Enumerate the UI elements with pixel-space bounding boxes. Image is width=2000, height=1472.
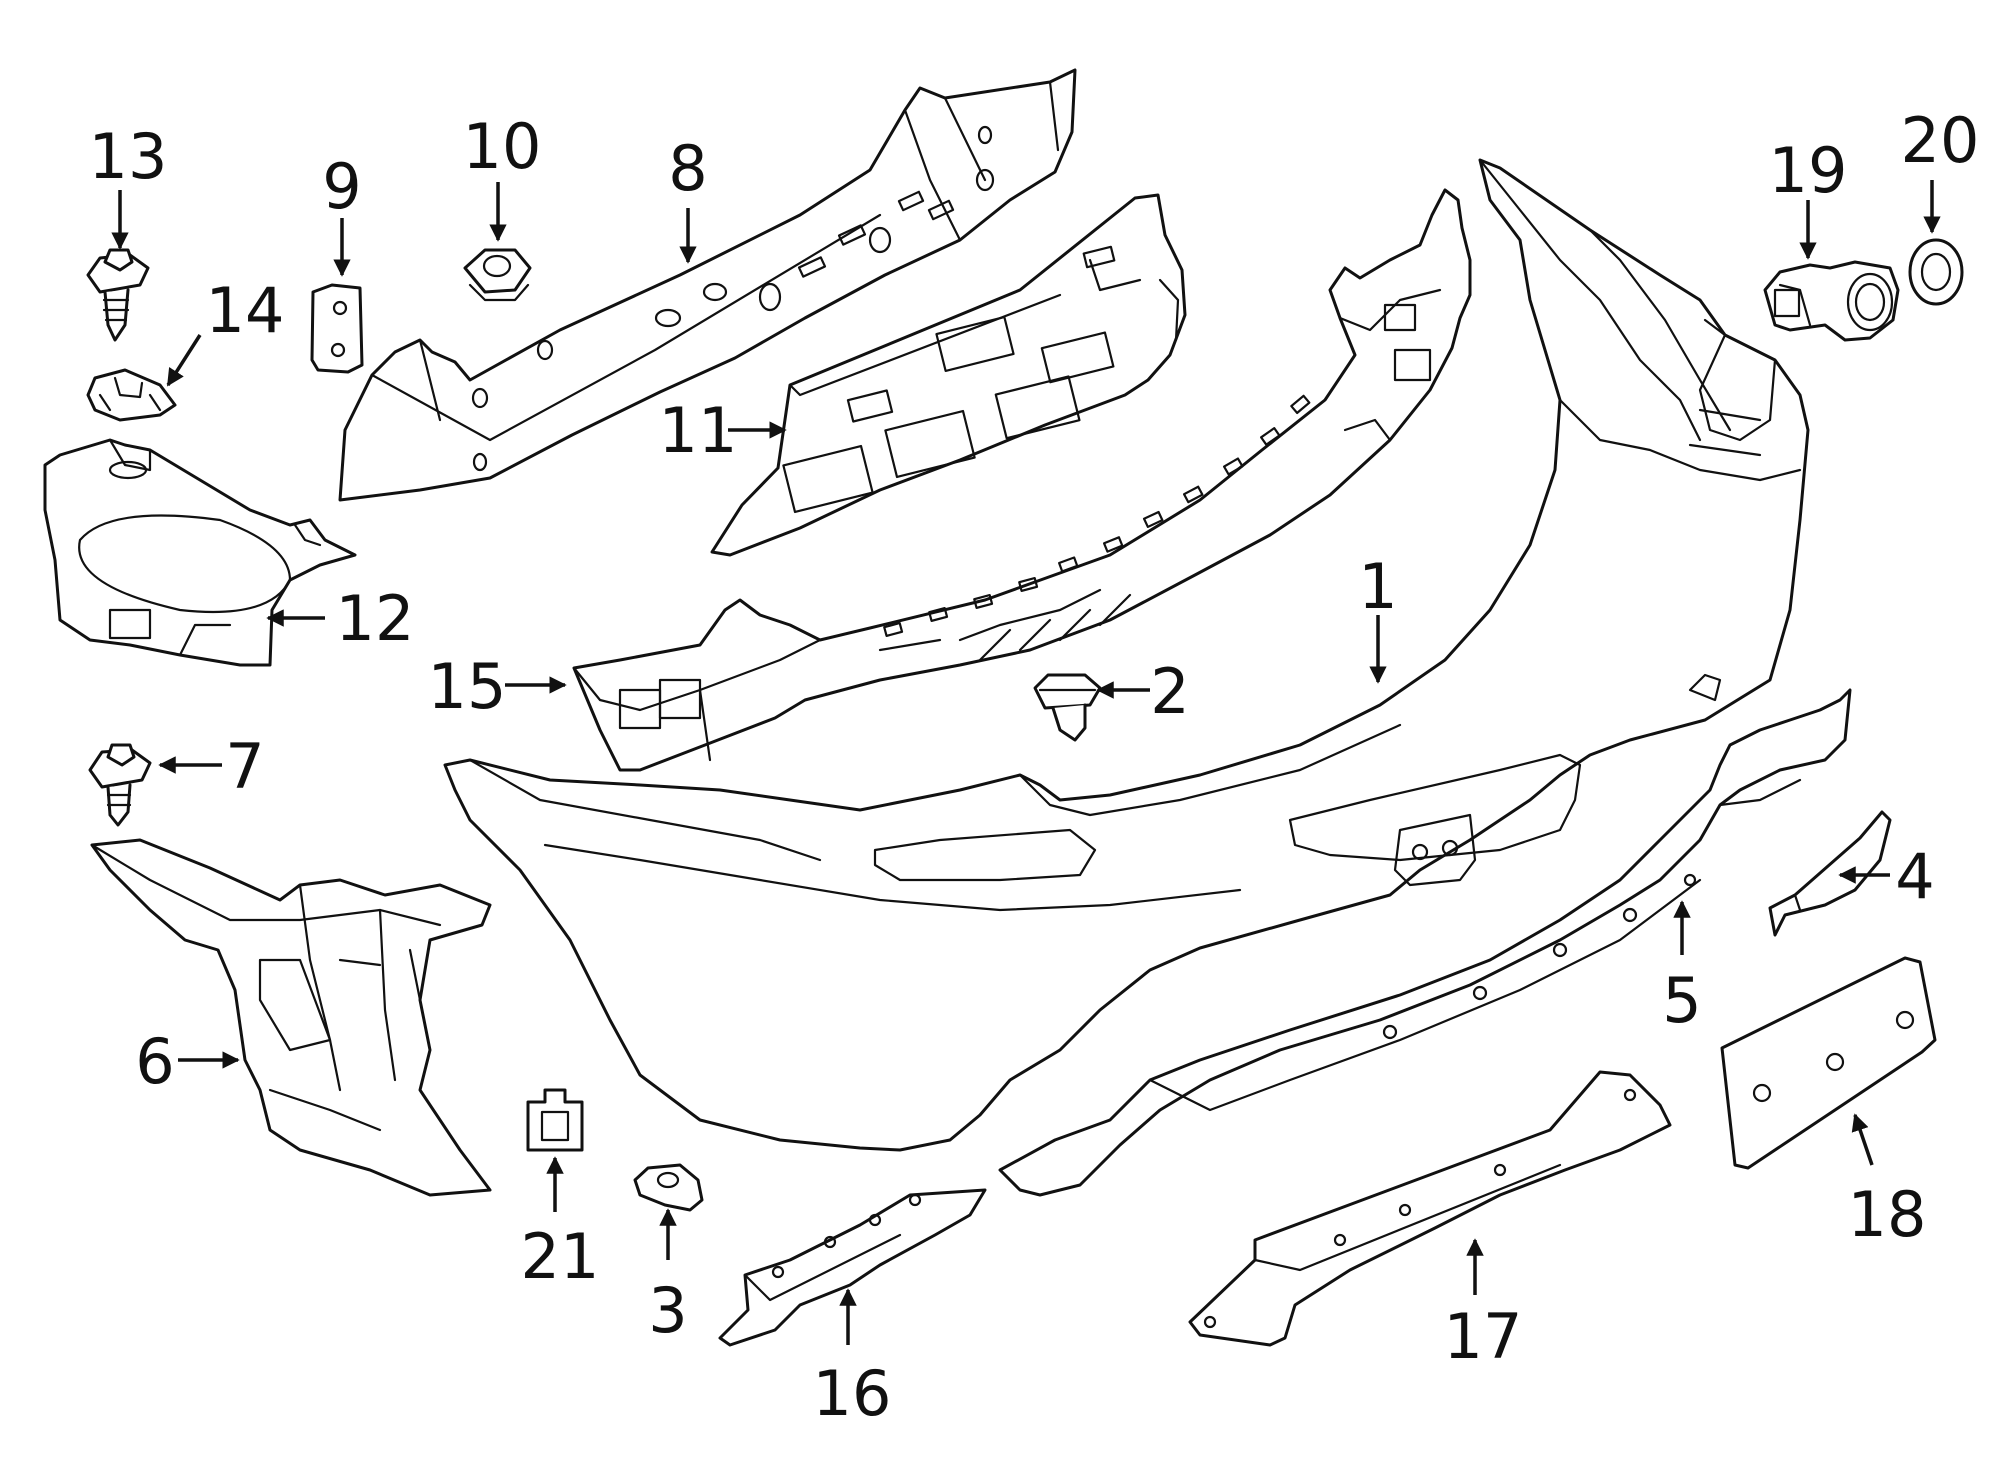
callout-11: 11 bbox=[659, 394, 738, 467]
callout-12: 12 bbox=[336, 582, 415, 655]
callout-13: 13 bbox=[89, 120, 168, 193]
callout-15: 15 bbox=[428, 650, 507, 723]
part-4-cover bbox=[1768, 810, 1892, 937]
part-9-pad bbox=[310, 283, 364, 374]
callout-5: 5 bbox=[1662, 964, 1701, 1037]
part-5-lower-valance bbox=[998, 688, 1852, 1197]
callout-10: 10 bbox=[463, 110, 542, 183]
callout-1: 1 bbox=[1358, 550, 1397, 623]
callout-9: 9 bbox=[322, 150, 361, 223]
part-17-lower-deflector bbox=[1188, 1070, 1672, 1347]
part-3-clip-nut bbox=[633, 1163, 704, 1212]
part-8-reinforcement-bar bbox=[338, 68, 1077, 502]
part-15-impact-absorber bbox=[572, 188, 1472, 772]
callout-20: 20 bbox=[1901, 104, 1980, 177]
leader-lines bbox=[111, 180, 1941, 1345]
part-12-side-bracket bbox=[43, 438, 357, 667]
part-1-bumper-cover bbox=[443, 158, 1810, 1152]
part-21-clip bbox=[526, 1088, 584, 1152]
part-7-bolt bbox=[88, 743, 152, 827]
callout-17: 17 bbox=[1444, 1300, 1523, 1373]
leader-14 bbox=[166, 334, 202, 387]
callout-4: 4 bbox=[1895, 840, 1934, 913]
callout-labels: 1 2 3 4 5 6 7 8 9 10 11 12 13 14 15 16 1… bbox=[89, 104, 1980, 1430]
callout-6: 6 bbox=[135, 1025, 174, 1098]
part-14-clip-nut bbox=[86, 368, 177, 422]
part-16-lower-bracket bbox=[718, 1188, 987, 1347]
callout-21: 21 bbox=[521, 1220, 600, 1293]
callout-7: 7 bbox=[225, 730, 264, 803]
callout-16: 16 bbox=[813, 1357, 892, 1430]
callout-2: 2 bbox=[1150, 655, 1189, 728]
callout-18: 18 bbox=[1848, 1178, 1927, 1251]
callout-14: 14 bbox=[206, 274, 285, 347]
leader-18 bbox=[1851, 1113, 1874, 1166]
part-19-sensor bbox=[1763, 260, 1900, 342]
callout-8: 8 bbox=[668, 132, 707, 205]
part-13-bolt bbox=[86, 248, 150, 342]
part-2-clip bbox=[1033, 673, 1102, 742]
part-18-plate-bracket bbox=[1720, 956, 1937, 1170]
part-11-absorber-plate bbox=[710, 193, 1187, 557]
part-6-lower-bracket bbox=[90, 838, 492, 1197]
part-10-nut bbox=[463, 248, 532, 302]
part-20-grommet bbox=[1908, 238, 1964, 306]
callout-19: 19 bbox=[1769, 134, 1848, 207]
callout-3: 3 bbox=[648, 1274, 687, 1347]
